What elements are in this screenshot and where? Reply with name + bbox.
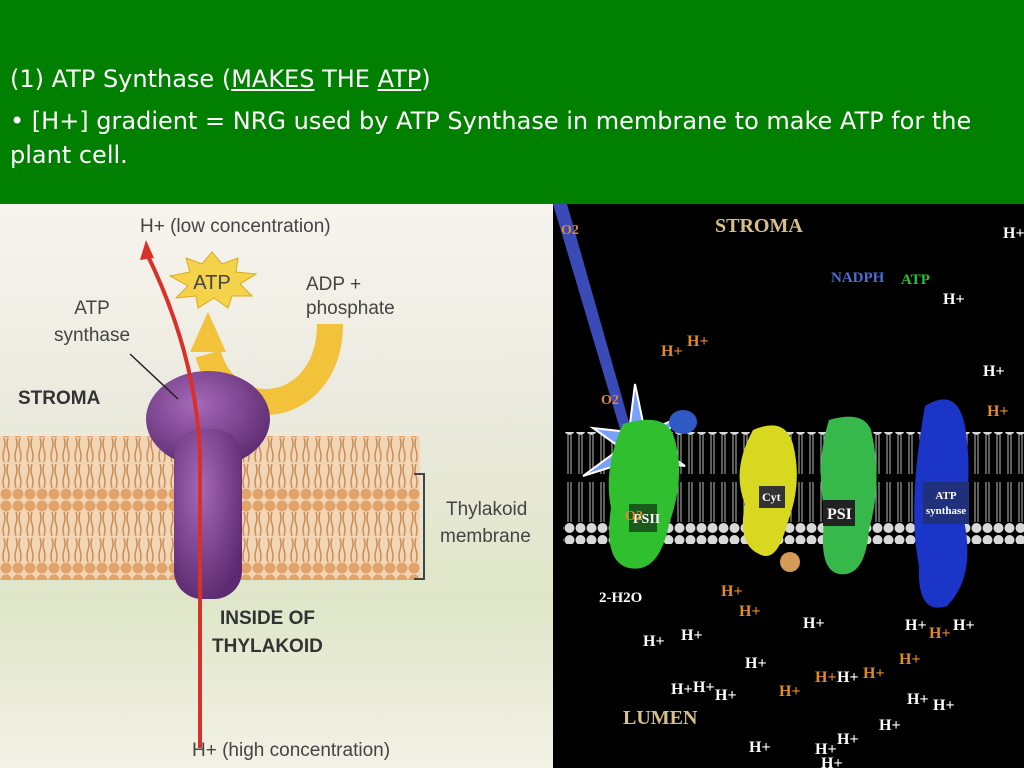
- atp-starburst: [168, 251, 258, 309]
- h-ion: H+: [815, 669, 837, 686]
- light-reaction-illustration: PSII Cyt PSI ATP synthase STROMA LUMEN N…: [553, 204, 1024, 768]
- h-ion: H+: [837, 669, 859, 686]
- phosphate-label: phosphate: [306, 298, 395, 319]
- heading-prefix: (1) ATP Synthase (: [10, 65, 232, 93]
- heading-atp: ATP: [377, 65, 422, 93]
- nadph-label: NADPH: [831, 270, 885, 286]
- h-ion: H+: [983, 363, 1005, 380]
- h-ion: H+: [739, 603, 761, 620]
- h-ion: H+: [715, 687, 737, 704]
- h-ion: H+: [721, 583, 743, 600]
- h-ion-markers: H+ H+ H+ H+ H+ H+ H+ H+ H+ H+ H+ H+ H+ H…: [643, 225, 1024, 768]
- o2-label-2: O2: [601, 393, 619, 408]
- h-ion: H+: [1003, 225, 1024, 242]
- h-ion: H+: [905, 617, 927, 634]
- h-ion: H+: [803, 615, 825, 632]
- h-ion: H+: [879, 717, 901, 734]
- h-ion: H+: [863, 665, 885, 682]
- atp-synthase-protein: [146, 371, 270, 599]
- h-ion: H+: [953, 617, 975, 634]
- h-ion: H+: [643, 633, 665, 650]
- o2-label-1: O2: [561, 223, 579, 238]
- slide-heading: (1) ATP Synthase (MAKES THE ATP): [10, 62, 1014, 96]
- h-ion: H+: [929, 625, 951, 642]
- thylakoid-label-2: membrane: [440, 526, 531, 547]
- synthase-label-2: synthase: [54, 325, 130, 346]
- heading-the: THE: [314, 65, 378, 93]
- membrane-bracket: [414, 473, 425, 580]
- psi-label: PSI: [827, 506, 852, 523]
- h-ion: H+: [693, 679, 715, 696]
- thylakoid-label-1: Thylakoid: [446, 499, 527, 520]
- synthase-label-1: ATP: [74, 298, 110, 319]
- atp-label: ATP: [193, 272, 230, 294]
- h-ion: H+: [749, 739, 771, 756]
- atp-synthase-label-1: ATP: [935, 490, 956, 502]
- h-ion: H+: [943, 291, 965, 308]
- psii-complex: [608, 419, 680, 569]
- adp-label: ADP +: [306, 274, 361, 295]
- h-ion: H+: [661, 343, 683, 360]
- psi-complex: [820, 416, 877, 575]
- slide-bullet: • [H+] gradient = NRG used by ATP Syntha…: [10, 107, 972, 169]
- water-label: 2-H2O: [599, 590, 642, 606]
- h-ion: H+: [815, 741, 837, 758]
- light-beam: [553, 204, 638, 456]
- inside-label-2: THYLAKOID: [212, 636, 323, 657]
- slide-text: (1) ATP Synthase (MAKES THE ATP) • [H+] …: [10, 62, 1014, 172]
- h-ion: H+: [745, 655, 767, 672]
- atp-label-right: ATP: [901, 272, 930, 288]
- h-ion: H+: [671, 681, 693, 698]
- heading-makes: MAKES: [231, 65, 315, 93]
- heading-suffix: ): [421, 65, 431, 93]
- h-low-label: H+ (low concentration): [140, 216, 331, 237]
- stroma-label-right: STROMA: [715, 215, 803, 237]
- psii-label: PSII: [633, 512, 660, 527]
- h-ion: H+: [899, 651, 921, 668]
- h-ion: H+: [933, 697, 955, 714]
- h-ion: H+: [987, 403, 1009, 420]
- inside-label-1: INSIDE OF: [220, 608, 315, 629]
- cyt-label: Cyt: [762, 490, 781, 504]
- h-ion: H+: [681, 627, 703, 644]
- h-ion: H+: [837, 731, 859, 748]
- atp-synthase-label-2: synthase: [926, 505, 966, 517]
- o2-label-3: O2: [625, 509, 643, 524]
- lumen-label: LUMEN: [623, 707, 698, 729]
- atp-synthase-diagram: ATP H+ (low concentration) ADP + phospha…: [0, 204, 553, 768]
- stroma-label: STROMA: [18, 388, 101, 409]
- h-ion: H+: [779, 683, 801, 700]
- h-ion: H+: [687, 333, 709, 350]
- h-ion: H+: [821, 755, 843, 768]
- h-high-label: H+ (high concentration): [192, 740, 390, 761]
- h-ion: H+: [907, 691, 929, 708]
- atp-synthase-illustration: ATP H+ (low concentration) ADP + phospha…: [0, 204, 553, 768]
- h-gradient-arrow: [145, 253, 202, 748]
- light-reaction-diagram: PSII Cyt PSI ATP synthase STROMA LUMEN N…: [553, 204, 1024, 768]
